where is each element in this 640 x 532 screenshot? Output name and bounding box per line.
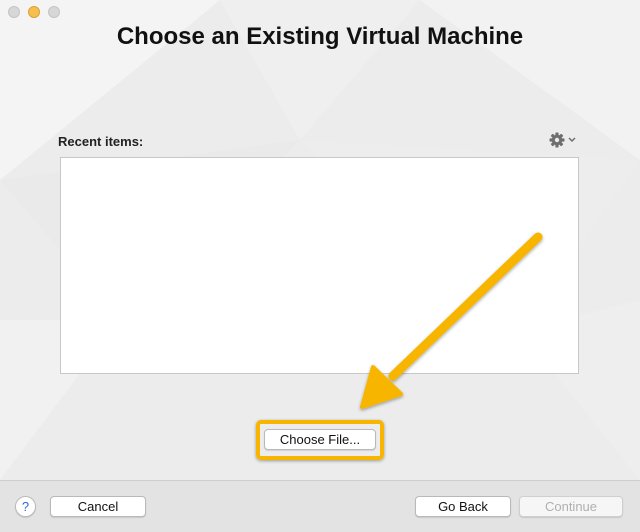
zoom-window-button[interactable] (48, 6, 60, 18)
help-button[interactable]: ? (15, 496, 36, 517)
choose-file-highlight (256, 420, 384, 460)
window-controls (8, 6, 60, 18)
choose-file-button[interactable]: Choose File... (264, 429, 376, 450)
chevron-down-icon (568, 137, 576, 143)
cancel-button[interactable]: Cancel (50, 496, 146, 517)
help-icon: ? (21, 499, 30, 514)
continue-button[interactable]: Continue (519, 496, 623, 517)
recent-items-label: Recent items: (58, 134, 144, 149)
close-window-button[interactable] (8, 6, 20, 18)
go-back-button[interactable]: Go Back (415, 496, 511, 517)
gear-menu-button[interactable] (548, 131, 580, 149)
minimize-window-button[interactable] (28, 6, 40, 18)
recent-items-list[interactable] (60, 157, 579, 374)
gear-icon (549, 132, 576, 148)
page-title: Choose an Existing Virtual Machine (116, 23, 524, 50)
